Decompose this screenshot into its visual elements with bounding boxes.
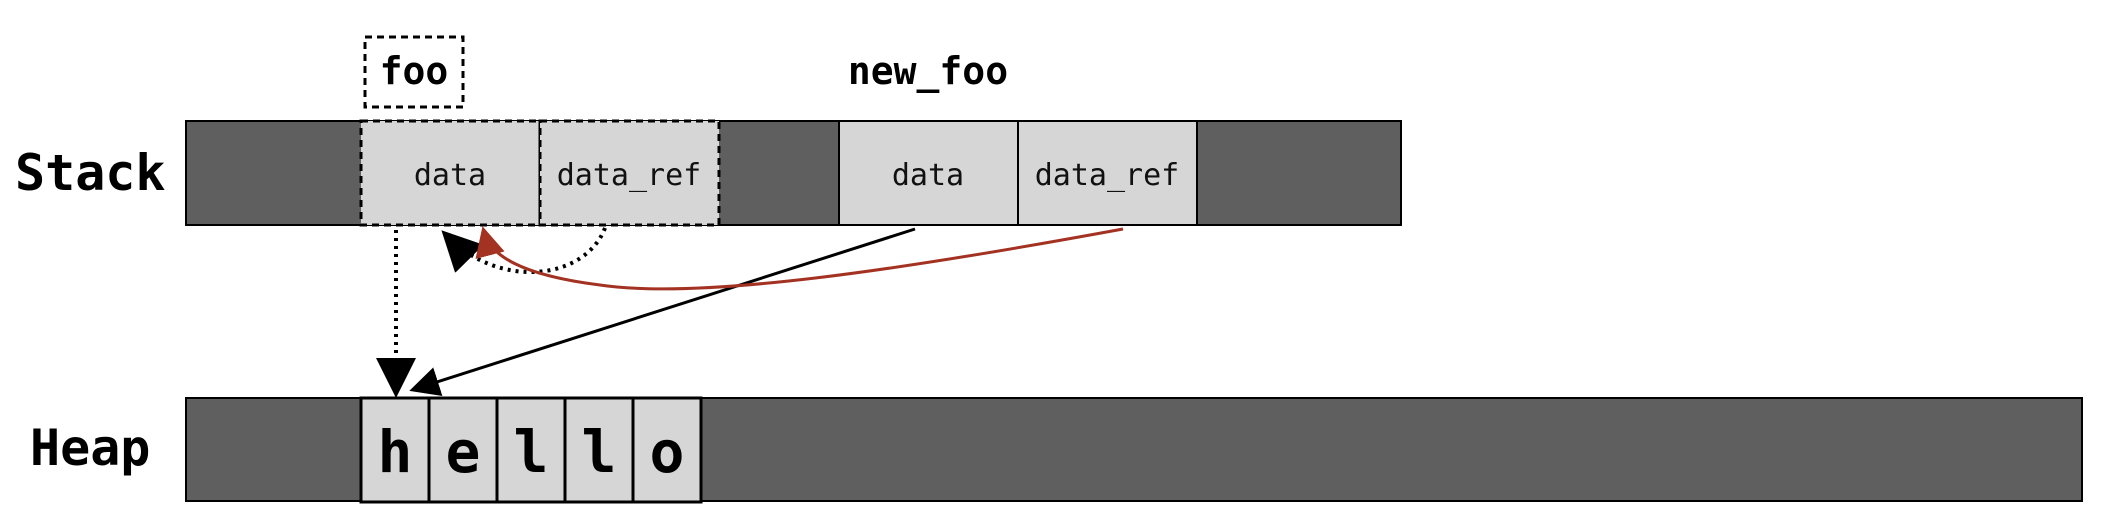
new-foo-data-ref-cell (1017, 120, 1198, 226)
foo-data-cell (359, 119, 542, 227)
new-foo-label: new_foo (848, 49, 1008, 93)
foo-data-ref-cell (538, 119, 721, 227)
arrow-foo-data-ref-to-data (441, 227, 607, 275)
heap-char-e: e (446, 418, 481, 486)
heap-char-h: h (378, 418, 413, 486)
heap-char-l1: l (514, 418, 549, 486)
heap-label: Heap (30, 419, 150, 477)
new-foo-data-cell-text: data (892, 158, 964, 193)
arrow-new-foo-data-to-heap (409, 227, 916, 396)
heap-char-cell-h (359, 396, 431, 504)
foo-label: foo (380, 49, 449, 93)
heap-char-o: o (650, 418, 685, 486)
heap-char-cell-l1 (495, 396, 567, 504)
stack-label: Stack (15, 144, 166, 202)
heap-char-cell-o (631, 396, 703, 504)
arrow-new-foo-data-ref-to-foo-data (475, 226, 1124, 291)
foo-data-ref-cell-text: data_ref (557, 158, 702, 193)
heap-char-cell-e (427, 396, 499, 504)
heap-char-cell-l2 (563, 396, 635, 504)
foo-label-box (363, 35, 465, 109)
heap-char-l2: l (582, 418, 617, 486)
foo-data-cell-text: data (414, 158, 486, 193)
new-foo-data-ref-cell-text: data_ref (1035, 158, 1180, 193)
